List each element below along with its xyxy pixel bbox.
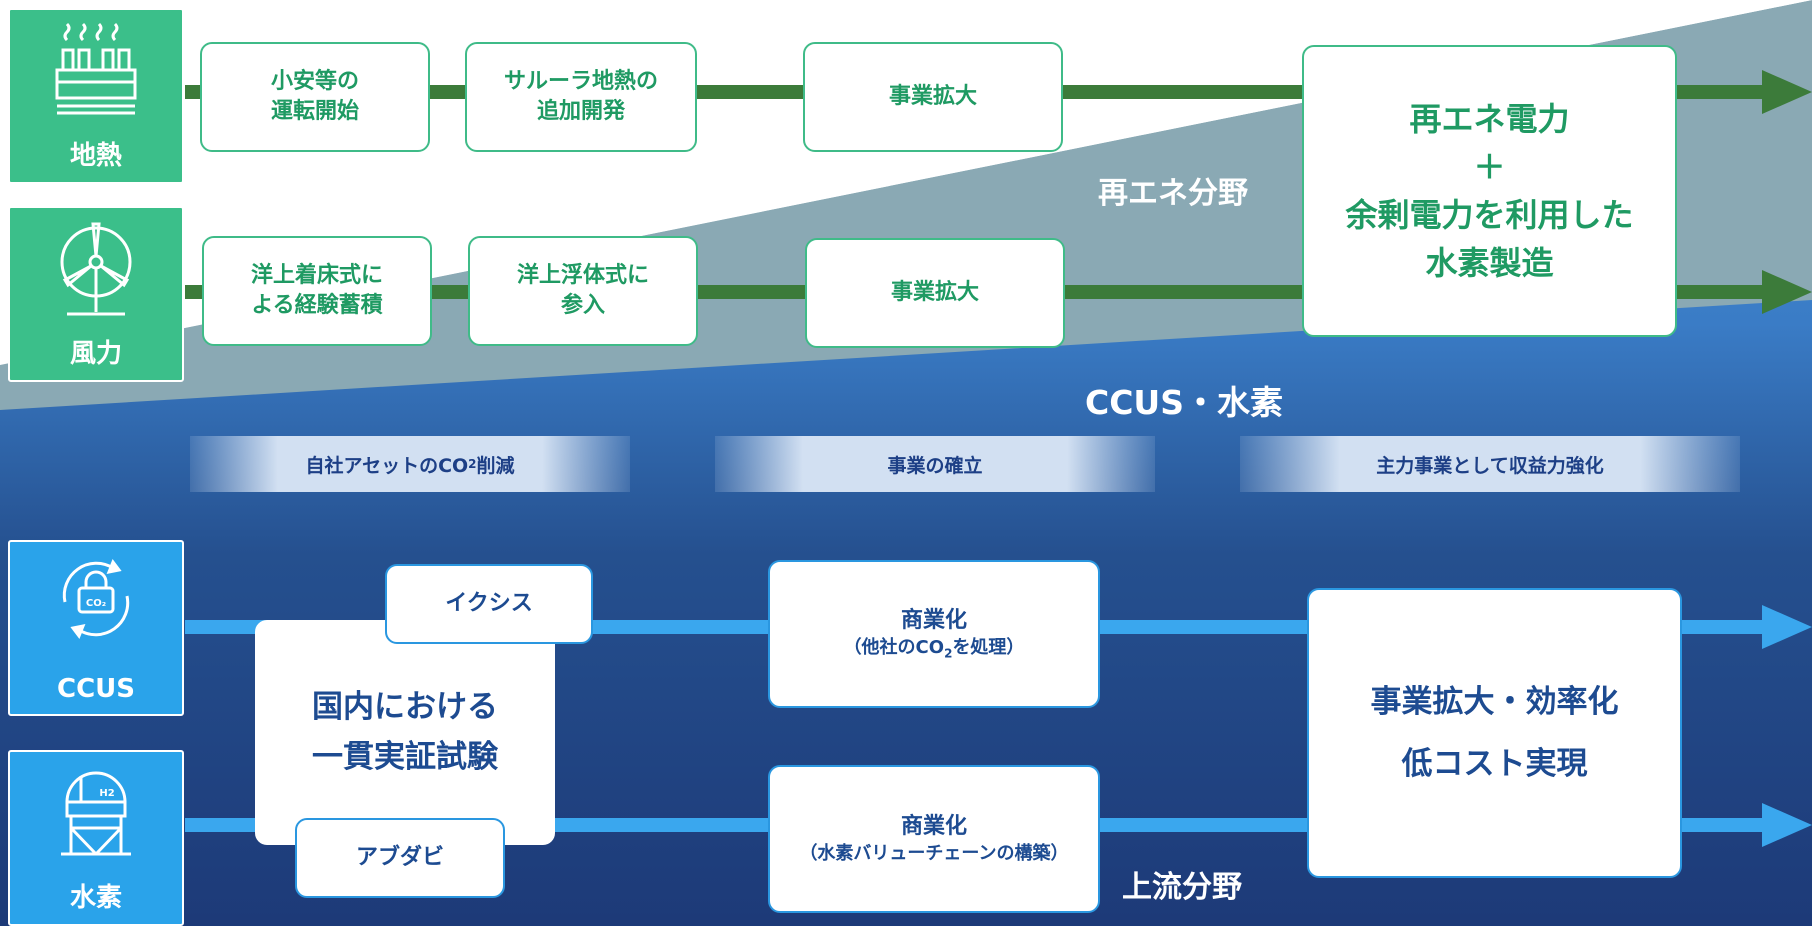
- phase-band-3: [1240, 436, 1740, 492]
- ccus-detail-prefix: （他社のCO: [843, 636, 945, 658]
- ichthys-tag-text: イクシス: [445, 591, 533, 617]
- label-ccus-hydrogen-field: CCUS・水素: [1085, 383, 1283, 422]
- ccus-arrow-head: [1762, 605, 1812, 649]
- geothermal-step-3-text: 事業拡大: [888, 84, 977, 110]
- tile-geothermal: 地熱: [8, 8, 184, 184]
- phase-band-1: [190, 436, 630, 492]
- domestic-demo-box: 国内における 一貫実証試験: [255, 620, 555, 845]
- geothermal-step-2: サルーラ地熱の 追加開発: [465, 42, 697, 152]
- tile-ccus-label: CCUS: [57, 674, 135, 704]
- wind-step-2: 洋上浮体式に 参入: [468, 236, 698, 346]
- ccus-commercial-title: 商業化: [900, 608, 967, 634]
- phase-3-label: 主力事業として収益力強化: [1376, 454, 1604, 477]
- wind-step-2-text: 洋上浮体式に 参入: [516, 263, 649, 318]
- ccus-commercial-detail: （他社のCO2を処理）: [844, 636, 1025, 662]
- geothermal-plant-icon: [10, 20, 182, 116]
- h2-icon-text: H2: [99, 788, 114, 799]
- label-renewable-field: 再エネ分野: [1098, 176, 1248, 211]
- wind-turbine-icon: [10, 218, 182, 318]
- renewable-goal-box: 再エネ電力 ＋ 余剰電力を利用した 水素製造: [1302, 45, 1677, 337]
- hydrogen-commercial-title: 商業化: [900, 814, 967, 839]
- ccus-goal-text: 事業拡大・効率化 低コスト実現: [1370, 684, 1619, 782]
- geothermal-arrow-head: [1762, 70, 1812, 114]
- abudhabi-tag: アブダビ: [295, 818, 505, 898]
- tile-geothermal-label: 地熱: [69, 141, 122, 171]
- co2-cycle-icon: CO₂: [10, 552, 182, 648]
- ccus-detail-subscript: 2: [944, 646, 953, 661]
- wind-step-3: 事業拡大: [805, 238, 1065, 348]
- phase-2-label: 事業の確立: [887, 454, 983, 477]
- wind-step-3-text: 事業拡大: [890, 280, 979, 306]
- phase-1-subscript: 2: [468, 457, 477, 471]
- domestic-demo-text: 国内における 一貫実証試験: [312, 688, 498, 775]
- wind-step-1: 洋上着床式に よる経験蓄積: [202, 236, 432, 346]
- geothermal-step-2-text: サルーラ地熱の 追加開発: [503, 69, 658, 124]
- ccus-commercial-box: 商業化 （他社のCO2を処理）: [768, 560, 1100, 708]
- geothermal-step-1: 小安等の 運転開始: [200, 42, 430, 152]
- renewable-goal-text: 再エネ電力 ＋ 余剰電力を利用した 水素製造: [1345, 100, 1634, 282]
- co2-icon-text: CO₂: [86, 598, 106, 609]
- abudhabi-tag-text: アブダビ: [355, 845, 444, 871]
- hydrogen-commercial-detail: （水素バリューチェーンの構築）: [799, 842, 1069, 864]
- geothermal-step-1-text: 小安等の 運転開始: [270, 69, 359, 124]
- label-upstream-field: 上流分野: [1122, 870, 1242, 905]
- tile-ccus: CO₂ CCUS: [8, 540, 184, 716]
- ccus-goal-box: 事業拡大・効率化 低コスト実現: [1307, 588, 1682, 878]
- wind-step-1-text: 洋上着床式に よる経験蓄積: [250, 263, 383, 318]
- ichthys-tag: イクシス: [385, 564, 593, 644]
- hydrogen-arrow-head: [1762, 803, 1812, 847]
- tile-hydrogen: H2 水素: [8, 750, 184, 926]
- wind-arrow-head: [1762, 270, 1812, 314]
- tile-wind: 風力: [8, 206, 184, 382]
- tile-wind-label: 風力: [69, 339, 122, 369]
- phase-1-suffix: 削減: [476, 454, 515, 477]
- tile-hydrogen-label: 水素: [69, 883, 122, 913]
- hydrogen-tank-icon: H2: [10, 762, 182, 858]
- phase-band-2: [715, 436, 1155, 492]
- phase-1-prefix: 自社アセットのCO: [305, 454, 469, 477]
- geothermal-step-3: 事業拡大: [803, 42, 1063, 152]
- hydrogen-commercial-box: 商業化 （水素バリューチェーンの構築）: [768, 765, 1100, 913]
- ccus-detail-suffix: を処理）: [952, 636, 1025, 658]
